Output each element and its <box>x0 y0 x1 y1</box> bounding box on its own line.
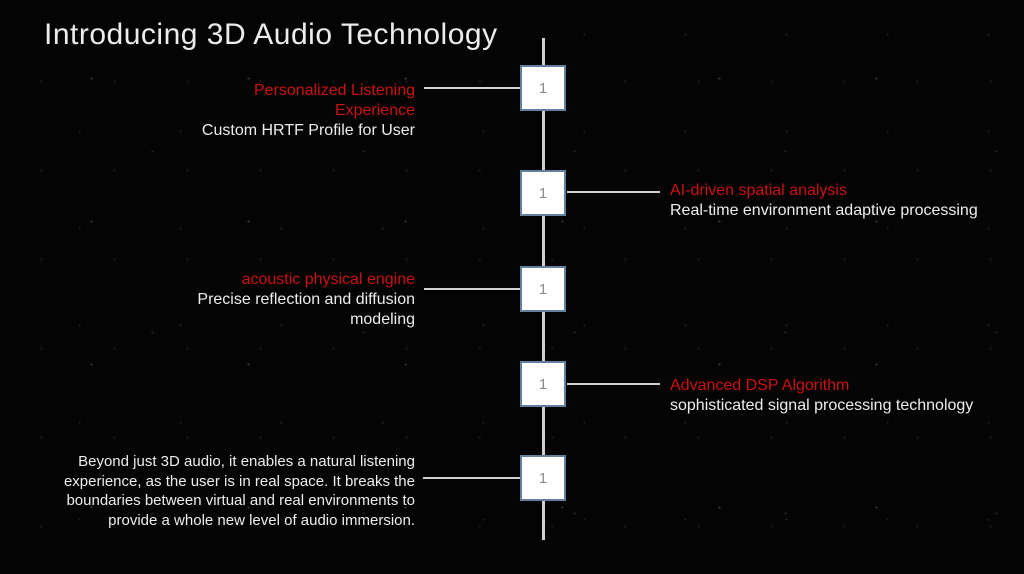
item-text-1: Personalized Listening Experience Custom… <box>185 81 415 141</box>
timeline-node-1: 1 <box>520 65 566 111</box>
node-number: 1 <box>538 280 548 298</box>
connector-1 <box>424 87 520 89</box>
timeline-node-2: 1 <box>520 170 566 216</box>
item-heading: Personalized Listening Experience <box>254 82 415 119</box>
timeline-node-3: 1 <box>520 266 566 312</box>
connector-5 <box>423 477 520 479</box>
node-number: 1 <box>538 469 548 487</box>
connector-4 <box>567 383 660 385</box>
item-text-4: Advanced DSP Algorithm sophisticated sig… <box>670 376 973 416</box>
node-number: 1 <box>538 79 548 97</box>
item-text-5: Beyond just 3D audio, it enables a natur… <box>43 452 415 530</box>
item-heading: AI-driven spatial analysis <box>670 182 847 199</box>
item-heading: Advanced DSP Algorithm <box>670 377 850 394</box>
item-text-2: AI-driven spatial analysis Real-time env… <box>670 181 978 221</box>
item-heading: acoustic physical engine <box>241 271 415 288</box>
item-text-3: acoustic physical engine Precise reflect… <box>185 270 415 330</box>
item-body: Real-time environment adaptive processin… <box>670 202 978 219</box>
item-body: Beyond just 3D audio, it enables a natur… <box>63 453 415 529</box>
node-number: 1 <box>538 184 548 202</box>
connector-3 <box>424 288 520 290</box>
item-body: Custom HRTF Profile for User <box>201 122 415 139</box>
item-body: Precise reflection and diffusion modelin… <box>197 291 415 328</box>
slide-title: Introducing 3D Audio Technology <box>44 18 498 51</box>
timeline-node-5: 1 <box>520 455 566 501</box>
connector-2 <box>567 191 660 193</box>
item-body: sophisticated signal processing technolo… <box>670 397 974 414</box>
node-number: 1 <box>538 375 548 393</box>
timeline-node-4: 1 <box>520 361 566 407</box>
